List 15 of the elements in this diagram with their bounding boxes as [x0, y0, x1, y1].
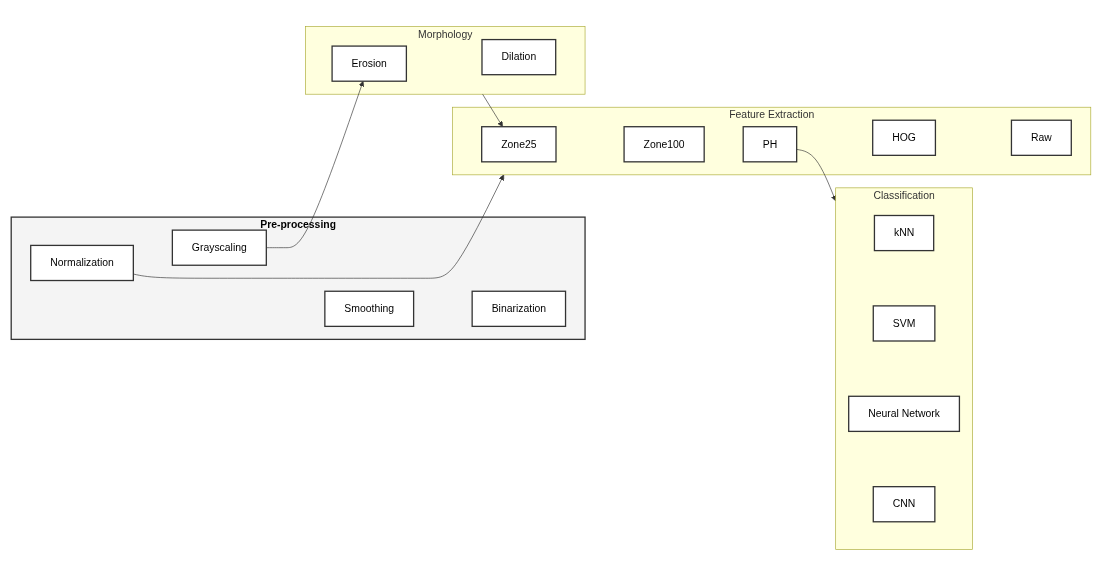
node-box: Neural Network [848, 395, 961, 433]
node-box: Dilation [481, 38, 557, 76]
node-box: Erosion [331, 45, 408, 82]
node-box: Zone25 [481, 126, 557, 163]
node-box: Normalization [30, 244, 134, 282]
node-box: Raw [1010, 119, 1072, 156]
node-box: CNN [872, 486, 936, 523]
node-box: Binarization [471, 290, 567, 327]
node-box: PH [742, 126, 798, 163]
node-box: Zone100 [623, 126, 705, 163]
node-box: HOG [872, 119, 937, 156]
node-box: SVM [872, 305, 936, 342]
node-box: kNN [873, 214, 935, 252]
node-box: Grayscaling [171, 229, 267, 266]
node-box: Smoothing [324, 290, 415, 327]
